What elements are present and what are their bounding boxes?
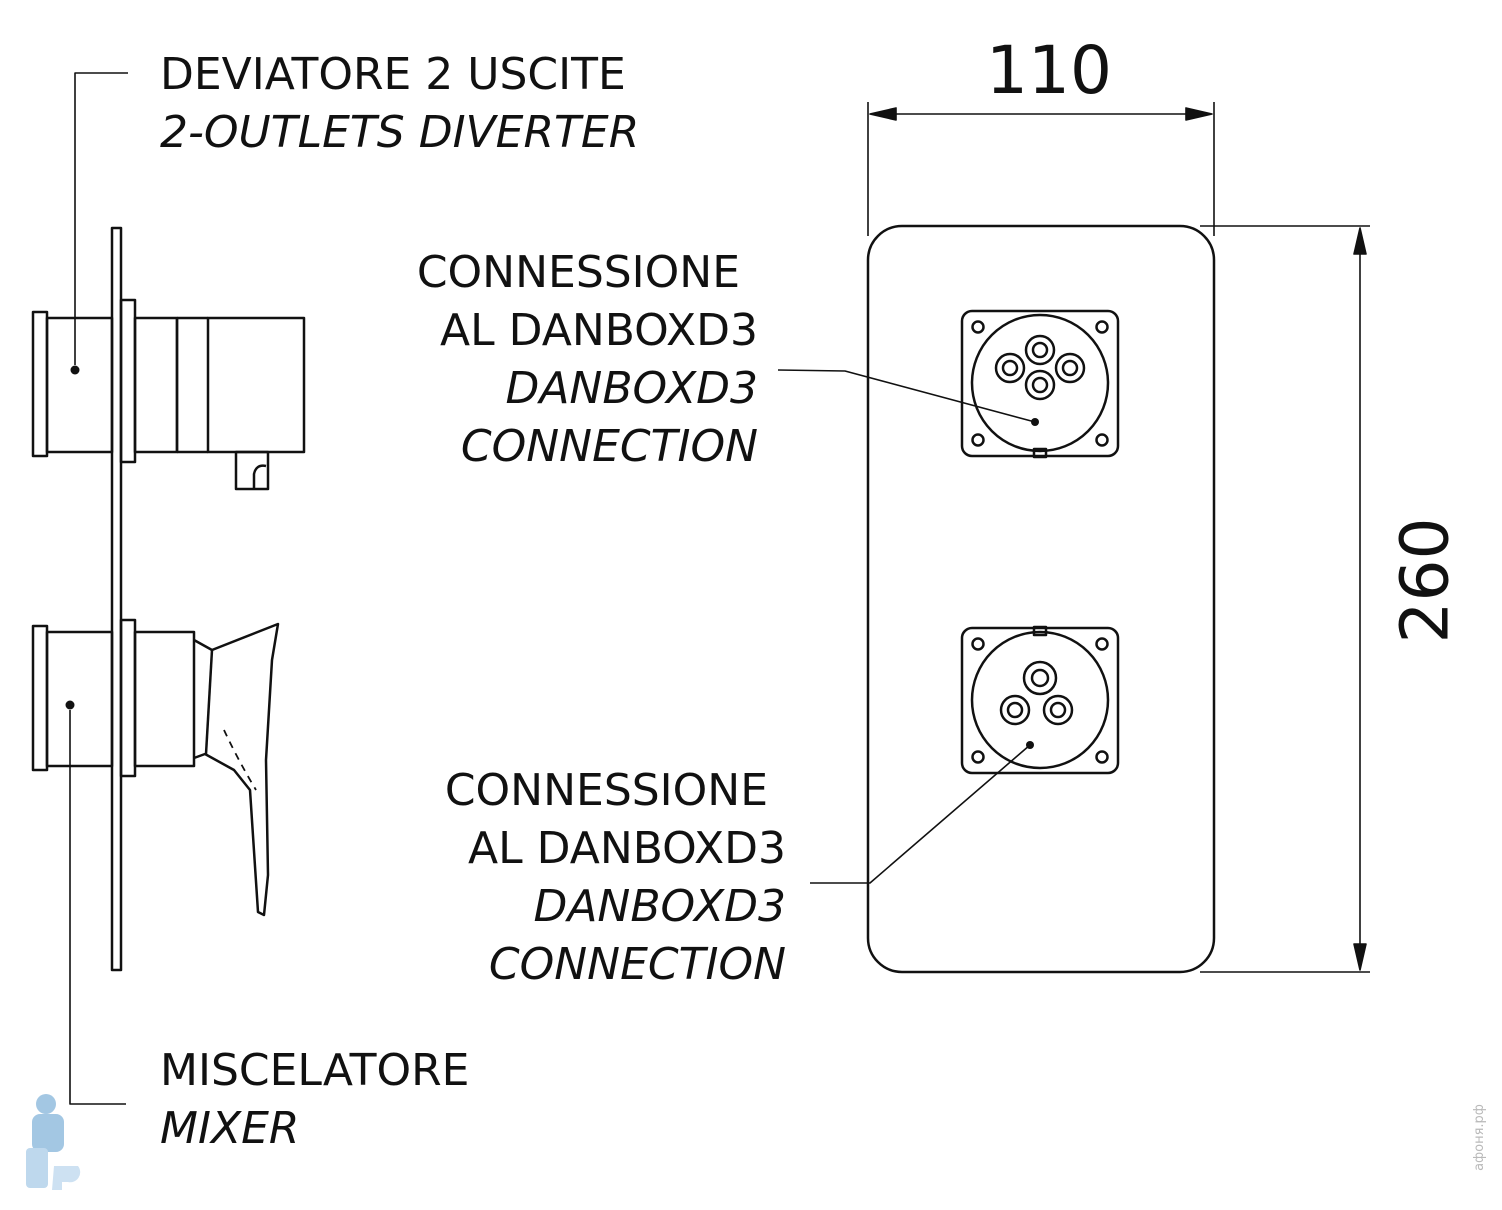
diverter-label-it: DEVIATORE 2 USCITE bbox=[160, 49, 626, 100]
worker-logo bbox=[26, 1094, 81, 1190]
connection-top-it-2: AL DANBOXD3 bbox=[440, 305, 758, 356]
connection-label-bottom: CONNESSIONE AL DANBOXD3 DANBOXD3 CONNECT… bbox=[445, 762, 786, 994]
height-dimension: 260 bbox=[1386, 517, 1464, 644]
connection-bottom-en-2: CONNECTION bbox=[488, 939, 786, 990]
dimension-lines bbox=[867, 102, 1370, 973]
connection-top-en-1: DANBOXD3 bbox=[505, 363, 758, 414]
connection-top-en-2: CONNECTION bbox=[460, 421, 758, 472]
wall-plate bbox=[110, 226, 123, 972]
side-view bbox=[31, 226, 306, 972]
mixer-leader-dot bbox=[65, 700, 75, 710]
mixer-side-body bbox=[31, 618, 280, 917]
leader-lines bbox=[69, 72, 1036, 1105]
diverter-label-en: 2-OUTLETS DIVERTER bbox=[160, 107, 640, 158]
connection-top-it-1: CONNESSIONE bbox=[416, 247, 740, 298]
front-plate bbox=[866, 224, 1216, 974]
connection-bottom-it-2: AL DANBOXD3 bbox=[468, 823, 786, 874]
diverter-cartridge bbox=[960, 309, 1120, 459]
mixer-label: MISCELATORE MIXER bbox=[160, 1042, 469, 1158]
connection-label-top: CONNESSIONE AL DANBOXD3 DANBOXD3 CONNECT… bbox=[417, 244, 758, 476]
diverter-side-body bbox=[31, 298, 306, 491]
diverter-label: DEVIATORE 2 USCITE 2-OUTLETS DIVERTER bbox=[160, 46, 639, 162]
watermark: афоня.рф bbox=[1471, 1104, 1487, 1171]
mixer-label-en: MIXER bbox=[160, 1103, 300, 1154]
width-dimension: 110 bbox=[986, 32, 1112, 109]
diverter-leader-dot bbox=[70, 365, 80, 375]
connection-bottom-en-1: DANBOXD3 bbox=[533, 881, 786, 932]
mixer-label-it: MISCELATORE bbox=[160, 1045, 470, 1096]
connection-bottom-it-1: CONNESSIONE bbox=[444, 765, 768, 816]
mixer-cartridge bbox=[960, 625, 1120, 775]
